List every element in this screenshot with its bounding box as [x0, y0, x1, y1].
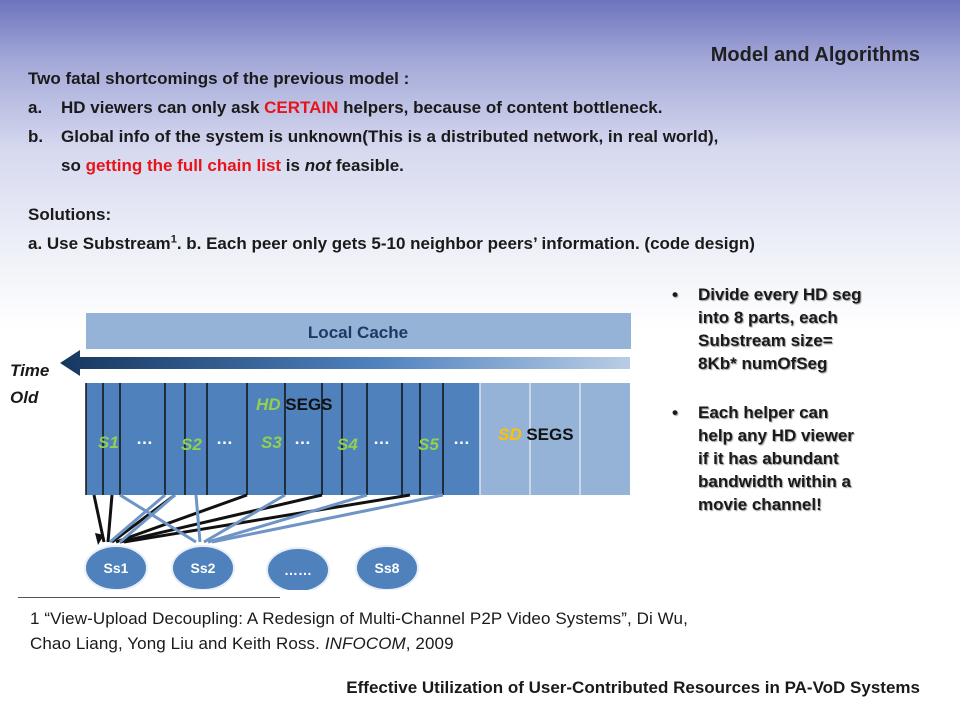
- bullet-line: Divide every HD seg: [698, 285, 862, 304]
- footnote: 1 “View-Upload Decoupling: A Redesign of…: [30, 606, 910, 656]
- node-ss1: Ss1: [84, 545, 148, 590]
- item-text: HD viewers can only ask CERTAIN helpers,…: [61, 93, 662, 122]
- notes-bullets: • Divide every HD seg into 8 parts, each…: [672, 283, 934, 516]
- footnote-divider: [18, 597, 280, 598]
- bullet-text: Divide every HD seg into 8 parts, each S…: [698, 283, 861, 375]
- connection-lines-light: [109, 493, 444, 544]
- substream-label-s3: S3: [261, 433, 282, 452]
- highlight-full-chain: getting the full chain list: [85, 156, 282, 175]
- shortcoming-item-b: b. Global info of the system is unknown(…: [28, 122, 928, 151]
- node-label: Ss1: [104, 560, 129, 576]
- substream-label-s5: S5: [418, 435, 439, 454]
- ellipsis: …: [294, 429, 311, 448]
- bullet-icon: •: [672, 403, 678, 422]
- item-text-part: so: [61, 156, 86, 175]
- ellipsis: …: [453, 429, 470, 448]
- bullet-line: Substream size=: [698, 331, 833, 350]
- node-label: Ss2: [191, 560, 216, 576]
- local-cache-bar: [86, 313, 631, 349]
- node-more: ……: [266, 547, 330, 590]
- bullet-substream-division: • Divide every HD seg into 8 parts, each…: [672, 283, 934, 375]
- footnote-line: 1 “View-Upload Decoupling: A Redesign of…: [30, 609, 688, 628]
- shortcoming-item-b-continued: so getting the full chain list is not fe…: [28, 151, 928, 180]
- time-label: Time: [10, 361, 49, 380]
- shortcomings-intro: Two fatal shortcomings of the previous m…: [28, 69, 410, 88]
- item-text: Global info of the system is unknown(Thi…: [61, 127, 719, 146]
- ellipsis: …: [373, 429, 390, 448]
- sd-segs-label: SD SEGS: [498, 425, 574, 444]
- substream-label-s2: S2: [181, 435, 202, 454]
- item-label: a.: [28, 98, 43, 117]
- node-label: Ss8: [375, 560, 400, 576]
- footnote-line: Chao Liang, Yong Liu and Keith Ross. INF…: [30, 631, 910, 656]
- solutions-line: a. Use Substream1. b. Each peer only get…: [28, 229, 938, 258]
- highlight-certain: CERTAIN: [264, 98, 339, 117]
- bullet-line: bandwidth within a: [698, 472, 851, 491]
- substream-label-s1: S1: [98, 433, 119, 452]
- node-ss2: Ss2: [171, 545, 235, 590]
- bullet-line: 8Kb* numOfSeg: [698, 354, 828, 373]
- shortcomings-block: Two fatal shortcomings of the previous m…: [28, 64, 928, 180]
- solutions-text: . b. Each peer only gets 5-10 neighbor p…: [176, 234, 755, 253]
- old-label: Old: [10, 388, 39, 407]
- ellipsis: …: [216, 429, 233, 448]
- shortcoming-item-a: a. HD viewers can only ask CERTAIN helpe…: [28, 93, 928, 122]
- bullet-text: Each helper can help any HD viewer if it…: [698, 401, 854, 516]
- item-text-part: helpers, because of content bottleneck.: [338, 98, 663, 117]
- ellipsis: …: [136, 429, 153, 448]
- hd-dividers: [85, 383, 444, 495]
- local-cache-label: Local Cache: [308, 323, 408, 342]
- arrowhead: [95, 533, 104, 545]
- solutions-block: Solutions: a. Use Substream1. b. Each pe…: [28, 200, 938, 258]
- node-label: ……: [284, 562, 312, 578]
- hd-segs-block: [86, 383, 480, 495]
- emphasis-not: not: [304, 156, 332, 175]
- time-arrow: [60, 350, 630, 376]
- bullet-line: if it has abundant: [698, 449, 839, 468]
- bullet-helper-capability: • Each helper can help any HD viewer if …: [672, 401, 934, 516]
- sd-segs-block: [480, 383, 630, 495]
- item-text-part: HD viewers can only ask: [61, 98, 265, 117]
- bullet-icon: •: [672, 285, 678, 304]
- footnote-text: , 2009: [405, 634, 454, 653]
- footer-title: Effective Utilization of User-Contribute…: [346, 678, 920, 697]
- item-text-part: is: [281, 156, 305, 175]
- sd-dividers: [479, 383, 581, 495]
- slide-title: Model and Algorithms: [710, 44, 920, 66]
- bullet-line: help any HD viewer: [698, 426, 854, 445]
- bullet-line: Each helper can: [698, 403, 829, 422]
- solutions-text: a. Use Substream: [28, 234, 171, 253]
- solutions-heading: Solutions:: [28, 205, 112, 224]
- footnote-ref: 1: [170, 233, 177, 246]
- substream-diagram: Local Cache Time Old HD SEGS SD SEGS S1 …: [10, 313, 631, 590]
- item-text-part: feasible.: [331, 156, 404, 175]
- footnote-venue: INFOCOM: [324, 634, 406, 653]
- node-ss8: Ss8: [355, 545, 419, 590]
- footnote-text: Chao Liang, Yong Liu and Keith Ross.: [30, 634, 325, 653]
- substream-label-s4: S4: [337, 435, 358, 454]
- item-label: b.: [28, 127, 44, 146]
- hd-segs-label: HD SEGS: [256, 395, 333, 414]
- bullet-line: movie channel!: [698, 495, 822, 514]
- bullet-line: into 8 parts, each: [698, 308, 838, 327]
